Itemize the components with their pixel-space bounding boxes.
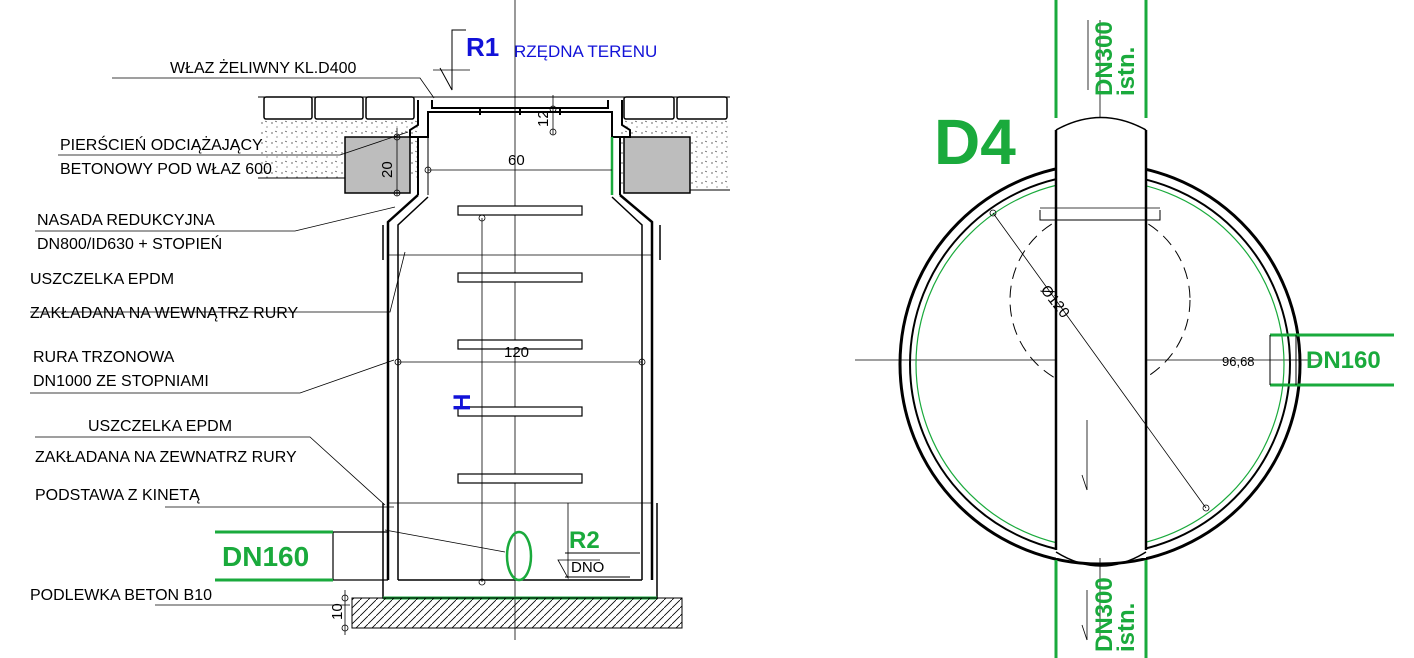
- paving-left: [263, 96, 415, 120]
- label-grout: PODLEWKA BETON B10: [30, 587, 212, 604]
- label-ring-2: BETONOWY POD WŁAZ 600: [60, 161, 272, 178]
- mark-r2: R2: [569, 527, 600, 554]
- section-labels: WŁAZ ŻELIWNY KL.D400 PIERŚCIEŃ ODCIĄŻAJĄ…: [30, 32, 657, 620]
- label-seal-in-1: USZCZELKA EPDM: [30, 271, 174, 288]
- label-reducer-1: NASADA REDUKCYJNA: [37, 212, 215, 229]
- label-pipe-2: DN1000 ZE STOPNIAMI: [33, 373, 209, 390]
- label-base: PODSTAWA Z KINETĄ: [35, 487, 200, 504]
- plan-pipe-top-1: DN300: [1091, 21, 1118, 96]
- manhole-section: [30, 0, 730, 640]
- dim-20: 20: [379, 161, 396, 178]
- grout-slab: [351, 597, 683, 629]
- relief-ring-right: [623, 136, 691, 194]
- label-seal-out-1: USZCZELKA EPDM: [88, 418, 232, 435]
- plan-id: D4: [934, 106, 1016, 178]
- mark-r1: R1: [466, 32, 499, 62]
- dim-12: 12: [535, 110, 552, 127]
- plan-pipe-bottom-1: DN300: [1091, 577, 1118, 652]
- label-reducer-2: DN800/ID630 + STOPIEŃ: [37, 234, 222, 253]
- label-hatch: WŁAZ ŻELIWNY KL.D400: [170, 58, 357, 77]
- mark-h: H: [449, 394, 476, 411]
- channel-ellipse: [505, 530, 533, 582]
- label-ring-1: PIERŚCIEŃ ODCIĄŻAJĄCY: [60, 135, 263, 154]
- relief-ring-left: [344, 136, 411, 194]
- reducer-left-wall: [386, 194, 419, 580]
- plan-pipe-bottom-2: istn.: [1113, 603, 1140, 652]
- label-pipe-1: RURA TRZONOWA: [33, 349, 175, 366]
- mark-r2-text: DNO: [571, 559, 604, 576]
- paving-right: [623, 96, 728, 120]
- mark-inlet-dn160: DN160: [222, 541, 309, 572]
- dim-120: 120: [504, 344, 529, 361]
- plan-pipe-top-2: istn.: [1113, 47, 1140, 96]
- leader-lines: [30, 77, 506, 606]
- dim-10: 10: [329, 603, 346, 620]
- manhole-plan: [855, 0, 1394, 658]
- plan-labels: D4 Ø120 96,68 DN160 DN300 istn. DN300 is…: [934, 21, 1381, 652]
- ladder-steps: [457, 205, 583, 484]
- plan-side-pipe: DN160: [1306, 347, 1381, 374]
- reducer-right-wall: [619, 194, 654, 580]
- plan-offset: 96,68: [1222, 354, 1255, 369]
- hatch-frame: [409, 100, 631, 138]
- label-seal-out-2: ZAKŁADANA NA ZEWNATRZ RURY: [35, 449, 297, 466]
- dim-60: 60: [508, 152, 525, 169]
- label-seal-in-2: ZAKŁADANA NA WEWNĄTRZ RURY: [30, 305, 299, 322]
- mark-r1-text: RZĘDNA TERENU: [514, 42, 657, 61]
